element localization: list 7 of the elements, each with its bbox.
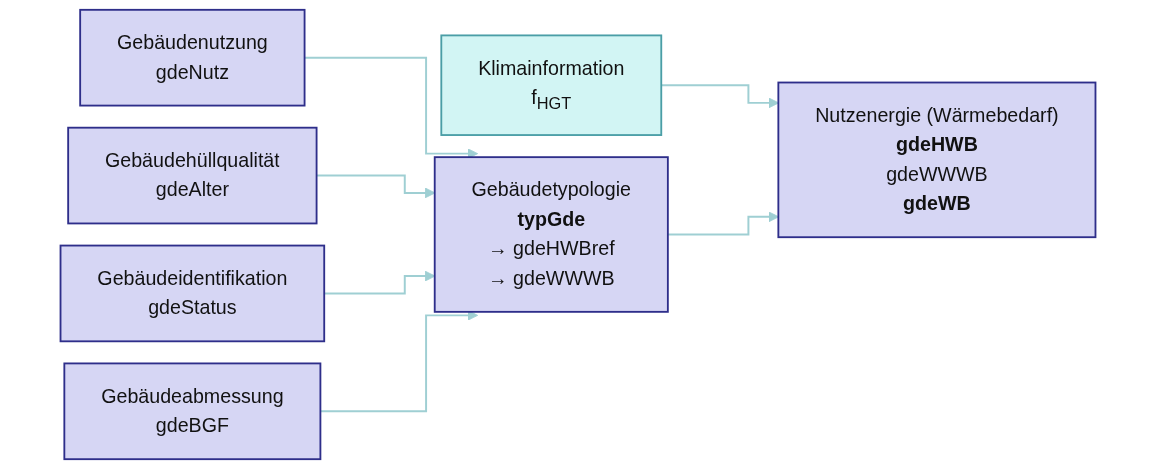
- node-box: Klimainformation f$_{HGT}$: [440, 34, 663, 136]
- node-box: Nutzenergie (Wärmebedarf) gdeHWB gdeWWWB gdeWB: [777, 81, 1097, 239]
- node-box: Gebäudenutzung gdeNutz: [79, 8, 306, 107]
- node-box: Gebäudetypologie typGde → gdeHWBref → gdeWWWB: [433, 156, 669, 313]
- node-box: Gebäudehüllqualität gdeAlter: [67, 126, 318, 225]
- node-box: Gebäudeabmessung gdeBGF: [63, 362, 322, 461]
- node-box: Gebäudeidentifikation gdeStatus: [59, 244, 326, 343]
